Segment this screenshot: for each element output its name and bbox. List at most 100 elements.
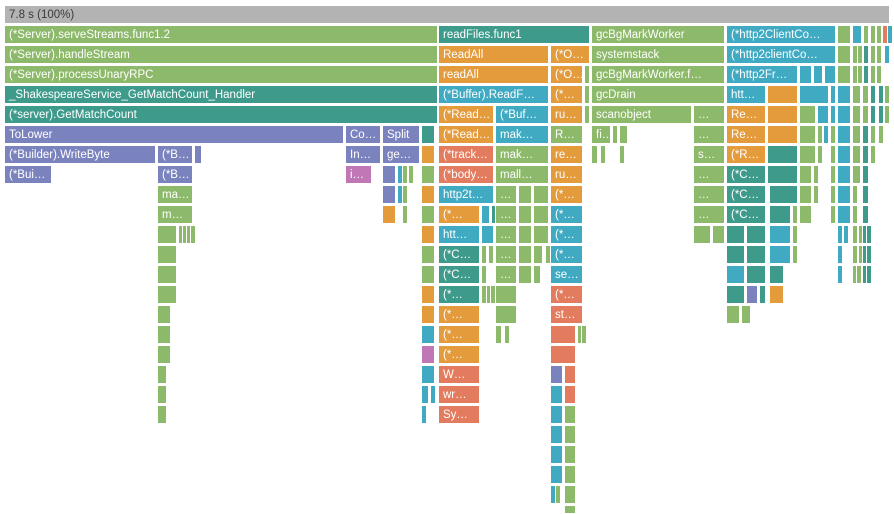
flame-frame[interactable]	[591, 145, 598, 164]
flame-frame[interactable]	[863, 65, 869, 84]
flame-frame[interactable]	[550, 445, 563, 464]
flame-frame[interactable]	[837, 25, 851, 44]
flame-frame[interactable]: (*server).GetMatchCount	[4, 105, 438, 124]
flame-frame[interactable]	[852, 165, 861, 184]
flame-frame[interactable]	[495, 285, 517, 304]
flame-frame[interactable]	[852, 25, 862, 44]
flame-frame[interactable]: ma…	[157, 185, 193, 204]
flame-frame[interactable]	[495, 325, 502, 344]
flame-frame[interactable]	[799, 145, 816, 164]
flame-frame[interactable]: s…	[693, 145, 725, 164]
flame-frame[interactable]	[564, 405, 576, 424]
flame-frame[interactable]	[746, 225, 766, 244]
flame-frame[interactable]	[157, 265, 177, 284]
flame-frame[interactable]	[550, 425, 563, 444]
flame-frame[interactable]	[837, 265, 843, 284]
flame-frame[interactable]	[813, 165, 819, 184]
flame-frame[interactable]: (*…	[550, 245, 583, 264]
flame-frame[interactable]	[792, 245, 798, 264]
flame-frame[interactable]	[550, 345, 576, 364]
flame-frame[interactable]	[518, 225, 532, 244]
flame-frame[interactable]	[817, 125, 823, 144]
flame-frame[interactable]: (*R…	[726, 145, 766, 164]
flame-frame[interactable]	[884, 85, 890, 104]
flame-frame[interactable]	[862, 105, 869, 124]
flame-frame[interactable]	[852, 105, 861, 124]
flame-frame[interactable]	[382, 165, 396, 184]
flame-frame[interactable]: mall…	[495, 165, 549, 184]
flame-frame[interactable]	[799, 65, 812, 84]
flame-frame[interactable]: …	[693, 165, 725, 184]
flame-frame[interactable]	[421, 285, 435, 304]
flame-frame[interactable]	[421, 225, 435, 244]
flame-frame[interactable]	[564, 505, 576, 514]
flame-frame[interactable]: m…	[157, 205, 193, 224]
flame-frame[interactable]	[862, 85, 869, 104]
flame-frame[interactable]	[421, 325, 435, 344]
flame-frame[interactable]	[852, 225, 858, 244]
flame-frame[interactable]: …	[495, 225, 517, 244]
flame-frame[interactable]	[421, 245, 435, 264]
flame-frame[interactable]	[837, 245, 843, 264]
flame-frame[interactable]: (*…	[550, 225, 583, 244]
flame-frame[interactable]	[421, 265, 435, 284]
flame-frame[interactable]	[564, 425, 576, 444]
flame-frame[interactable]	[157, 345, 171, 364]
flame-frame[interactable]	[862, 165, 869, 184]
flame-frame[interactable]	[746, 265, 766, 284]
flame-frame[interactable]: ReadAll	[438, 45, 549, 64]
flame-frame[interactable]: …	[693, 105, 725, 124]
flame-frame[interactable]	[767, 145, 798, 164]
flame-frame[interactable]: ru…	[550, 165, 583, 184]
flame-frame[interactable]	[837, 145, 851, 164]
flame-frame[interactable]	[600, 145, 606, 164]
flame-frame[interactable]	[830, 145, 836, 164]
flame-frame[interactable]	[799, 85, 829, 104]
flame-frame[interactable]	[533, 265, 541, 284]
flame-frame[interactable]: (*C…	[438, 245, 480, 264]
flame-frame[interactable]: (*…	[438, 305, 480, 324]
flame-frame[interactable]	[767, 105, 798, 124]
flame-frame[interactable]	[884, 105, 890, 124]
flame-frame[interactable]	[194, 145, 202, 164]
flame-frame[interactable]	[533, 225, 549, 244]
flame-frame[interactable]	[421, 185, 435, 204]
flame-frame[interactable]	[619, 125, 628, 144]
flame-frame[interactable]: i…	[345, 165, 372, 184]
flame-frame[interactable]: …	[495, 205, 517, 224]
flame-frame[interactable]	[421, 165, 435, 184]
flame-frame[interactable]: …	[495, 245, 517, 264]
flame-frame[interactable]	[799, 105, 816, 124]
flame-frame[interactable]	[584, 105, 590, 124]
flame-frame[interactable]	[863, 25, 869, 44]
flame-frame[interactable]	[837, 225, 843, 244]
flame-frame[interactable]: (*Read…	[438, 125, 494, 144]
flame-frame[interactable]	[402, 165, 408, 184]
flame-frame[interactable]	[792, 205, 798, 224]
flame-frame[interactable]	[767, 85, 798, 104]
flame-frame[interactable]	[769, 285, 784, 304]
flame-frame[interactable]: (*…	[438, 325, 480, 344]
flame-frame[interactable]: re…	[550, 145, 583, 164]
flame-frame[interactable]	[157, 305, 171, 324]
flame-root-frame[interactable]: 7.8 s (100%)	[4, 5, 890, 24]
flame-frame[interactable]: (*…	[438, 345, 480, 364]
flame-frame[interactable]	[555, 485, 561, 504]
flame-frame[interactable]: (*C…	[438, 265, 480, 284]
flame-frame[interactable]: (*…	[438, 205, 480, 224]
flame-frame[interactable]: mak…	[495, 145, 549, 164]
flame-frame[interactable]	[518, 185, 532, 204]
flame-frame[interactable]	[157, 245, 177, 264]
flame-frame[interactable]	[870, 25, 876, 44]
flame-frame[interactable]	[852, 145, 861, 164]
flame-frame[interactable]	[843, 225, 849, 244]
flame-frame[interactable]	[157, 365, 167, 384]
flame-frame[interactable]: (*…	[438, 285, 480, 304]
flame-frame[interactable]	[550, 385, 563, 404]
flame-frame[interactable]	[741, 305, 751, 324]
flame-frame[interactable]: mak…	[495, 125, 549, 144]
flame-frame[interactable]	[856, 265, 862, 284]
flame-frame[interactable]	[870, 105, 876, 124]
flame-frame[interactable]	[746, 245, 766, 264]
flame-frame[interactable]	[862, 205, 869, 224]
